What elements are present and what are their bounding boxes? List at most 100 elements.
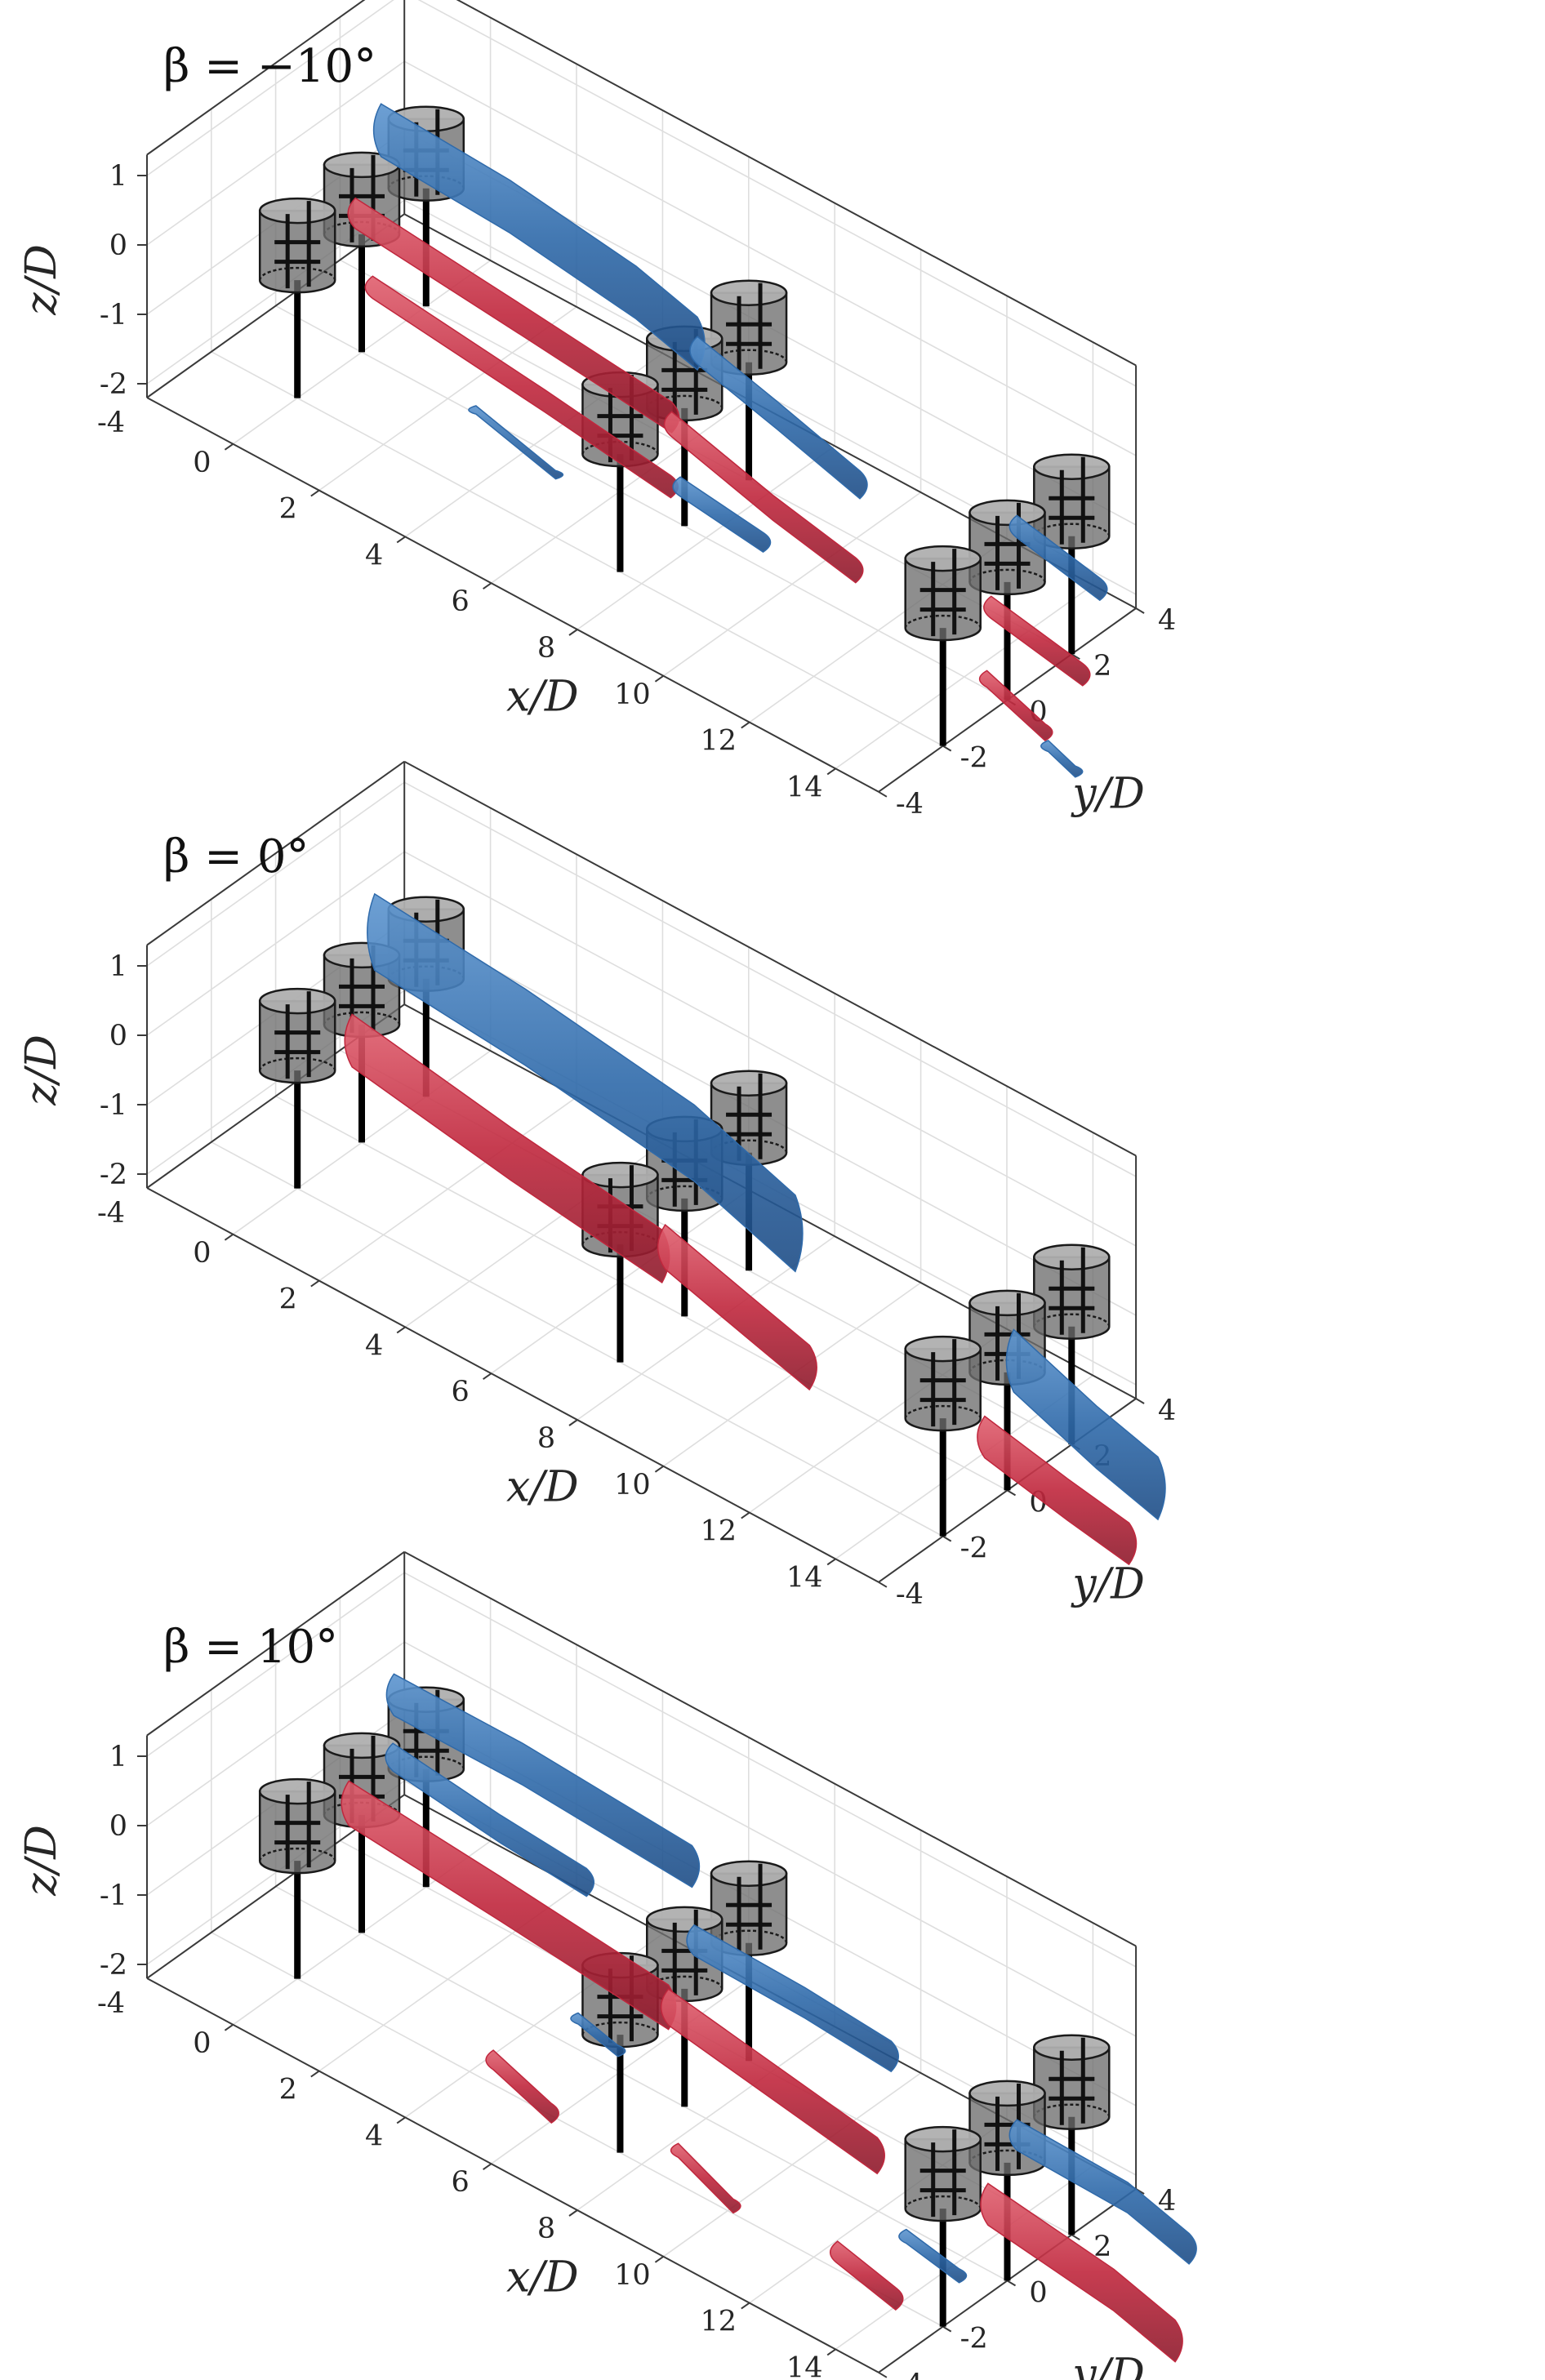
x-tick bbox=[568, 1419, 578, 1426]
isosurface-negative bbox=[1040, 740, 1084, 778]
x-axis-label: x/D bbox=[506, 2253, 579, 2302]
grid-line bbox=[146, 60, 405, 246]
turbine bbox=[904, 545, 982, 746]
x-tick-label: 12 bbox=[701, 1515, 737, 1548]
x-tick-label: 2 bbox=[279, 493, 297, 526]
x-tick-label: 6 bbox=[451, 1376, 469, 1408]
isosurface-positive bbox=[829, 2240, 904, 2311]
turbine bbox=[323, 941, 401, 1143]
isosurface-positive bbox=[364, 275, 679, 499]
y-tick bbox=[1071, 2234, 1080, 2241]
x-tick bbox=[310, 1279, 320, 1288]
y-tick-label: 2 bbox=[1093, 650, 1111, 683]
x-axis-label: x/D bbox=[506, 1463, 579, 1512]
isosurface-negative bbox=[385, 1673, 701, 1888]
axis-edge bbox=[146, 1187, 879, 1583]
turbine-rotor-top bbox=[710, 1070, 788, 1097]
x-tick-label: 10 bbox=[614, 678, 651, 711]
x-tick bbox=[826, 2348, 836, 2356]
y-tick bbox=[1006, 1489, 1017, 1497]
x-tick bbox=[741, 2302, 750, 2310]
y-tick-label: -4 bbox=[896, 788, 924, 821]
z-axis-label: z/D bbox=[17, 1825, 66, 1897]
turbine bbox=[1033, 2034, 1111, 2235]
x-tick bbox=[310, 489, 320, 497]
isosurface-positive bbox=[341, 1780, 677, 2031]
turbine-rotor-body bbox=[904, 557, 982, 642]
y-tick-label: 4 bbox=[1158, 2185, 1176, 2218]
x-tick bbox=[568, 629, 578, 636]
isosurface-negative bbox=[1005, 1328, 1166, 1521]
isosurface-positive bbox=[657, 1223, 817, 1391]
y-tick bbox=[942, 745, 952, 752]
isosurface-positive bbox=[660, 1988, 885, 2175]
grid-line bbox=[403, 60, 1137, 456]
z-tick-label: -2 bbox=[100, 1949, 127, 1982]
x-axis-corner-label: -4 bbox=[97, 407, 125, 439]
turbine-rotor-top bbox=[258, 987, 336, 1015]
grid-line bbox=[146, 851, 405, 1036]
x-tick bbox=[654, 1465, 664, 1473]
isosurface-negative bbox=[1008, 514, 1108, 602]
z-axis-label: z/D bbox=[17, 1034, 66, 1106]
x-tick bbox=[224, 1233, 234, 1241]
turbine-rotor-top bbox=[968, 1289, 1046, 1317]
turbine-rotor-bottom bbox=[904, 614, 982, 629]
z-tick-label: -1 bbox=[100, 1880, 127, 1912]
x-tick bbox=[741, 721, 750, 729]
axis-edge bbox=[456, 0, 1137, 367]
x-tick bbox=[483, 1372, 492, 1381]
y-axis-label: y/D bbox=[1071, 2350, 1145, 2380]
x-tick-label: 10 bbox=[614, 2259, 651, 2292]
x-tick bbox=[224, 2023, 234, 2031]
x-tick-label: 14 bbox=[786, 1561, 823, 1594]
x-tick-label: 0 bbox=[193, 1237, 211, 1270]
turbine-rotor-bottom bbox=[904, 2195, 982, 2209]
turbine-rotor-top bbox=[581, 1161, 659, 1189]
isosurface-positive bbox=[485, 2049, 559, 2124]
x-tick-label: 12 bbox=[701, 725, 737, 758]
turbine bbox=[904, 2125, 982, 2327]
x-tick bbox=[310, 2070, 320, 2078]
isosurfaces bbox=[344, 892, 1166, 1566]
y-tick-label: -4 bbox=[896, 1578, 924, 1611]
grid-line bbox=[403, 1641, 1137, 2037]
x-tick bbox=[483, 582, 492, 590]
x-tick bbox=[483, 2163, 492, 2171]
z-tick-label: -2 bbox=[100, 1159, 127, 1191]
grid-line bbox=[211, 351, 944, 747]
grid-line bbox=[275, 1885, 1008, 2282]
isosurface-negative bbox=[686, 1924, 899, 2073]
x-tick-label: 4 bbox=[365, 539, 383, 572]
x-axis-label: x/D bbox=[506, 673, 579, 722]
x-tick bbox=[224, 443, 234, 451]
grid-line bbox=[403, 781, 1137, 1177]
x-axis-corner-label: -4 bbox=[97, 1987, 125, 2020]
x-tick-label: 6 bbox=[451, 2166, 469, 2199]
turbines bbox=[258, 1686, 1111, 2327]
isosurfaces bbox=[347, 103, 1108, 778]
axis-edge bbox=[146, 760, 405, 946]
x-tick bbox=[396, 1326, 406, 1334]
y-axis-label: y/D bbox=[1071, 1559, 1145, 1608]
x-tick bbox=[826, 1558, 836, 1566]
x-tick-label: 14 bbox=[786, 2351, 823, 2380]
x-tick-label: 8 bbox=[537, 2213, 555, 2245]
turbine-rotor-body bbox=[904, 1347, 982, 1432]
isosurface-negative bbox=[898, 2228, 968, 2284]
turbine-rotor-top bbox=[1033, 1243, 1111, 1270]
y-tick bbox=[878, 790, 888, 798]
axis-edge bbox=[146, 1550, 405, 1737]
turbine bbox=[258, 1777, 336, 1979]
turbine-rotor-top bbox=[323, 1732, 401, 1759]
turbine-rotor-top bbox=[904, 2125, 982, 2153]
panel-label: β = −10° bbox=[163, 40, 376, 93]
y-tick-label: -2 bbox=[960, 742, 988, 775]
z-tick-label: 1 bbox=[109, 160, 127, 193]
y-tick-label: -2 bbox=[960, 2323, 988, 2356]
x-tick-label: 10 bbox=[614, 1469, 651, 1501]
x-tick bbox=[396, 536, 406, 544]
z-tick-label: 0 bbox=[109, 1810, 127, 1843]
